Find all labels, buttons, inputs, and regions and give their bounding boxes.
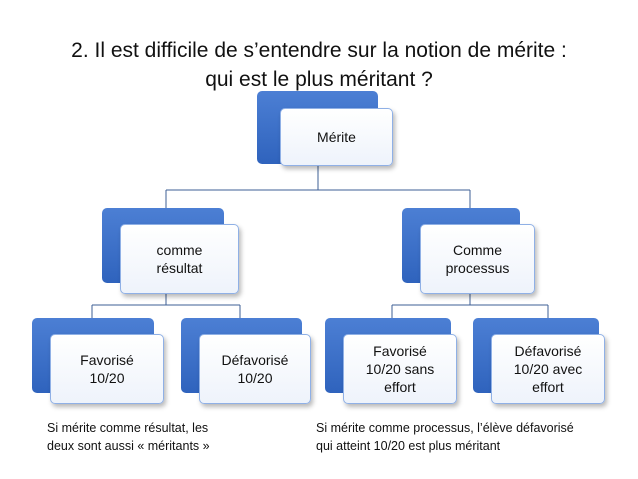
note-process-line-1: Si mérite comme processus, l’élève défav…: [316, 421, 574, 435]
slide-title: 2. Il est difficile de s’entendre sur la…: [0, 36, 638, 94]
result-favored-line-1: Favorisé: [80, 352, 134, 368]
root-node-label: Mérite: [317, 129, 356, 145]
note-result-line-2: deux sont aussi « méritants »: [47, 439, 210, 453]
result-disfavored-node: Défavorisé 10/20: [199, 334, 311, 404]
root-node: Mérite: [280, 108, 393, 166]
process-favored-line-1: Favorisé: [373, 343, 427, 359]
process-node-line-1: Comme: [452, 242, 502, 258]
note-process: Si mérite comme processus, l’élève défav…: [316, 419, 574, 455]
result-node-line-2: résultat: [156, 260, 203, 276]
note-result: Si mérite comme résultat, les deux sont …: [47, 419, 210, 455]
process-disfavored-line-1: Défavorisé: [514, 343, 582, 359]
connector-root-to-level1: [165, 166, 471, 208]
result-disfavored-line-1: Défavorisé: [221, 352, 289, 368]
result-node: comme résultat: [120, 224, 239, 294]
title-line-2: qui est le plus méritant ?: [205, 68, 433, 91]
process-favored-line-3: effort: [384, 379, 416, 395]
process-node-line-2: processus: [445, 260, 510, 276]
process-favored-line-2: 10/20 sans: [365, 361, 435, 377]
process-node: Comme processus: [420, 224, 535, 294]
title-line-1: 2. Il est difficile de s’entendre sur la…: [71, 39, 567, 62]
note-process-line-2: qui atteint 10/20 est plus méritant: [316, 439, 501, 453]
result-node-line-1: comme: [156, 242, 203, 258]
process-favored-node: Favorisé 10/20 sans effort: [343, 334, 457, 404]
result-favored-line-2: 10/20: [89, 370, 125, 386]
connector-right-to-children: [391, 294, 549, 318]
process-disfavored-node: Défavorisé 10/20 avec effort: [491, 334, 605, 404]
process-disfavored-line-3: effort: [532, 379, 564, 395]
result-disfavored-line-2: 10/20: [237, 370, 273, 386]
result-favored-node: Favorisé 10/20: [50, 334, 164, 404]
process-disfavored-line-2: 10/20 avec: [513, 361, 583, 377]
note-result-line-1: Si mérite comme résultat, les: [47, 421, 209, 435]
connector-left-to-children: [91, 294, 241, 318]
